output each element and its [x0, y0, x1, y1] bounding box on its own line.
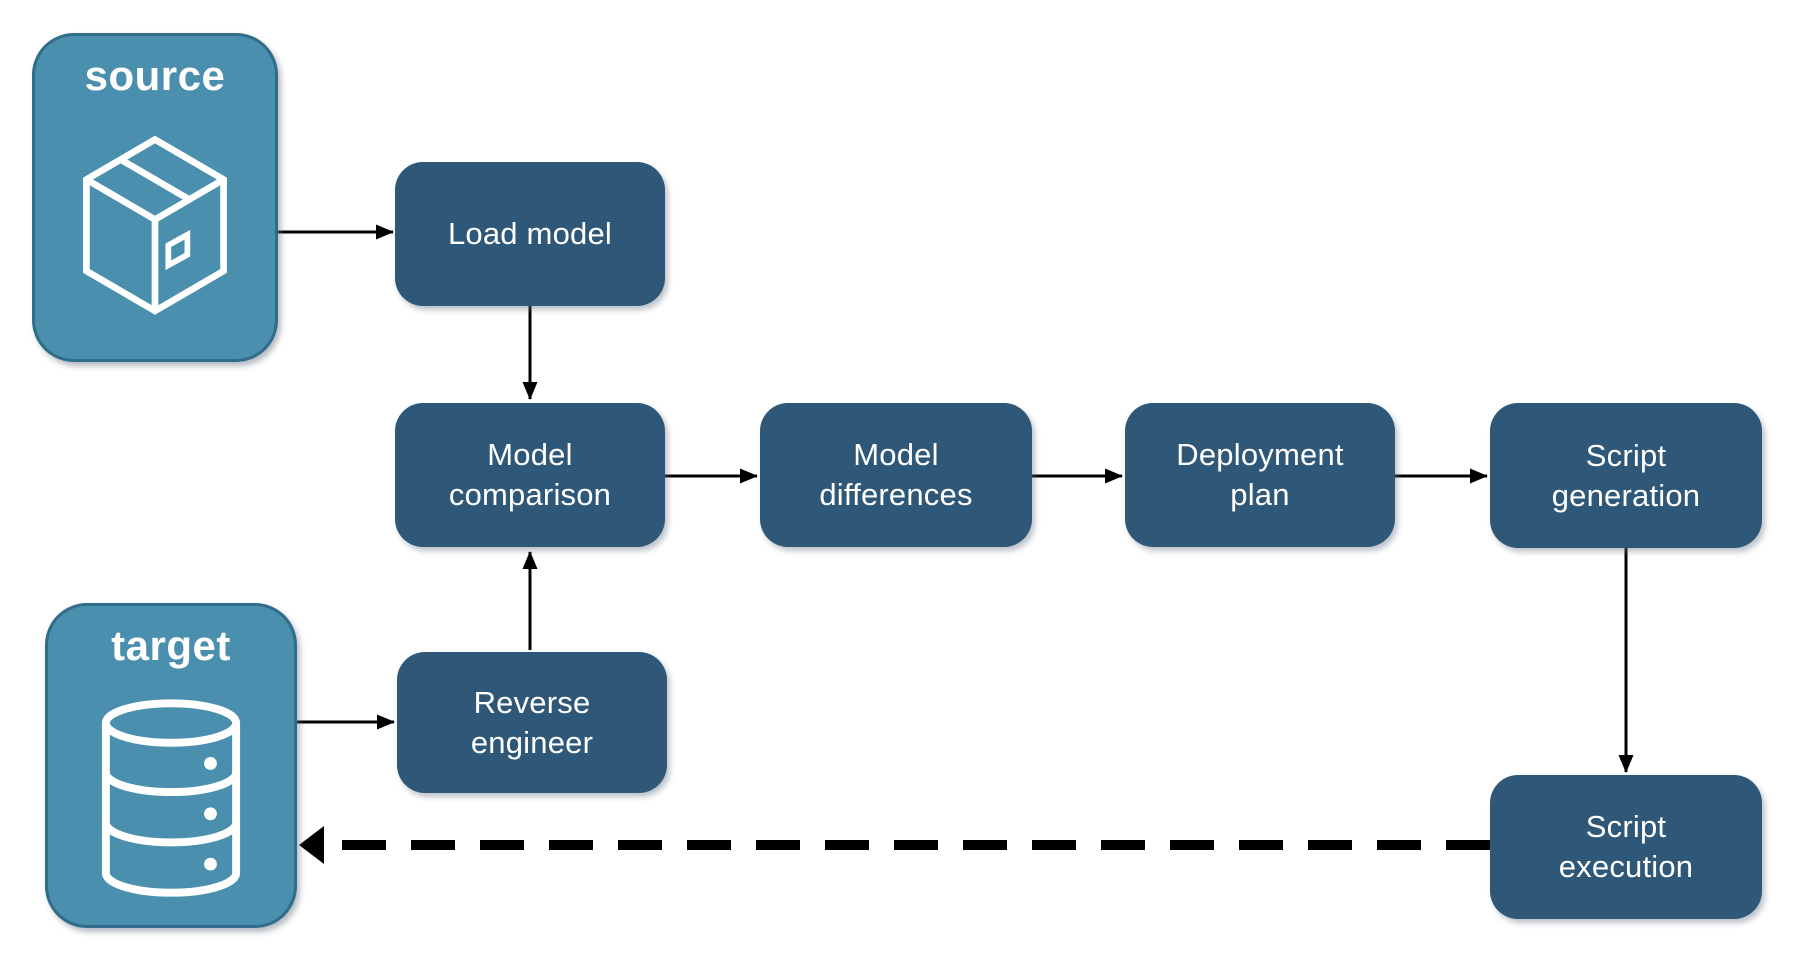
- database-icon: [101, 698, 241, 897]
- target-title: target: [111, 622, 231, 669]
- arrow-script-execution-to-target-dashed: [299, 826, 1490, 864]
- node-label: Script execution: [1558, 809, 1694, 884]
- node-label: Reverse engineer: [470, 684, 594, 760]
- endpoint-target: target: [45, 603, 297, 928]
- endpoint-source: source: [32, 33, 278, 362]
- node-label: Load model: [447, 216, 612, 252]
- node-deployment-plan: Deployment plan: [1125, 403, 1395, 547]
- target-icon-area: [48, 670, 294, 925]
- node-script-generation: Script generation: [1490, 403, 1762, 548]
- node-model-comparison: Model comparison: [395, 403, 665, 547]
- node-label: Model differences: [819, 437, 973, 512]
- node-label: Script generation: [1551, 437, 1701, 513]
- package-icon: [83, 135, 227, 315]
- node-reverse-engineer: Reverse engineer: [397, 652, 667, 793]
- node-label: Deployment plan: [1176, 437, 1344, 512]
- node-model-differences: Model differences: [760, 403, 1032, 547]
- source-icon-area: [35, 100, 275, 359]
- node-load-model: Load model: [395, 162, 665, 306]
- source-title: source: [84, 52, 226, 99]
- node-label: Model comparison: [448, 437, 612, 512]
- node-script-execution: Script execution: [1490, 775, 1762, 919]
